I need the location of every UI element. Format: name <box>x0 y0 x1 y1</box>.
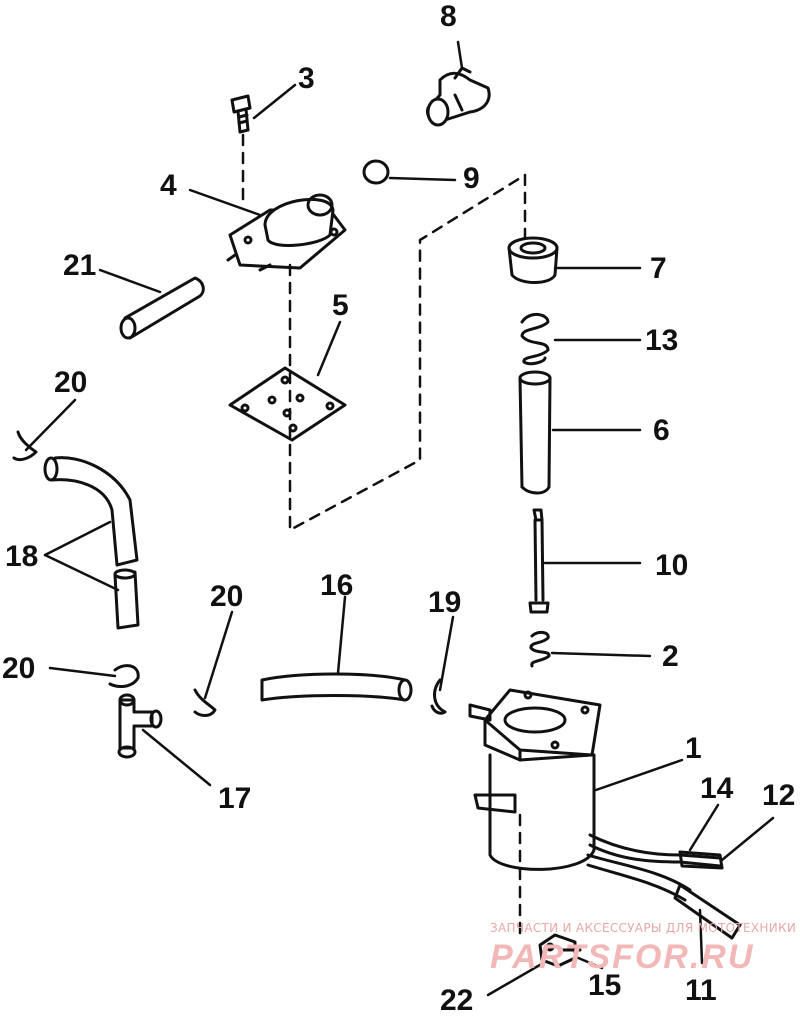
callout-17: 17 <box>218 782 251 815</box>
hose-part-21[interactable] <box>119 276 205 340</box>
callout-13: 13 <box>645 324 678 357</box>
assembly-dashed-lines <box>241 133 527 937</box>
o-ring-part-9[interactable] <box>362 159 390 185</box>
watermark-caption: ЗАПЧАСТИ И АКСЕССУАРЫ ДЛЯ МОТОТЕХНИКИ <box>490 921 796 935</box>
callout-20-lower: 20 <box>2 652 35 685</box>
callout-20-middle: 20 <box>210 580 243 613</box>
clamp-part-20-middle[interactable] <box>193 688 217 717</box>
hose-part-16[interactable] <box>260 672 413 702</box>
watermark: ЗАПЧАСТИ И АКСЕССУАРЫ ДЛЯ МОТОТЕХНИКИ PA… <box>490 921 796 976</box>
cap-part-7[interactable] <box>507 236 559 284</box>
leader-lines <box>24 40 775 997</box>
elbow-part-8[interactable] <box>425 66 491 127</box>
gasket-part-5[interactable] <box>228 366 347 442</box>
wire-leads[interactable] <box>586 833 742 940</box>
callout-11: 11 <box>685 974 717 1007</box>
callout-6: 6 <box>653 414 670 447</box>
callout-7: 7 <box>650 252 667 285</box>
callout-19: 19 <box>428 586 461 619</box>
watermark-logo: PARTSFOR.RU <box>490 938 754 976</box>
callout-8: 8 <box>440 0 457 33</box>
clamp-part-20-upper[interactable] <box>12 430 38 462</box>
filter-body-part-1[interactable] <box>468 688 602 871</box>
fitting-part-22[interactable] <box>538 933 582 968</box>
rod-part-10[interactable] <box>528 508 550 614</box>
spring-part-2[interactable] <box>529 630 551 668</box>
cover-part-4[interactable] <box>226 193 347 272</box>
callout-5: 5 <box>332 289 349 322</box>
callout-2: 2 <box>662 640 679 673</box>
callout-15: 15 <box>588 969 621 1002</box>
screw-part-3[interactable] <box>230 94 252 134</box>
spring-part-13[interactable] <box>520 313 550 366</box>
callout-1: 1 <box>685 732 702 765</box>
callout-12: 12 <box>762 779 795 812</box>
clamp-part-20-lower[interactable] <box>108 664 140 688</box>
callout-9: 9 <box>463 162 480 195</box>
callout-10: 10 <box>655 549 688 582</box>
clamp-part-19[interactable] <box>430 678 447 715</box>
callout-22: 22 <box>440 984 473 1016</box>
callout-18: 18 <box>5 540 38 573</box>
tee-fitting-part-17[interactable] <box>117 693 163 759</box>
callout-16: 16 <box>320 569 353 602</box>
hose-part-18-short[interactable] <box>113 568 140 630</box>
callout-20-upper: 20 <box>54 366 87 399</box>
hose-part-18-bent[interactable] <box>43 456 139 567</box>
callout-3: 3 <box>298 62 315 95</box>
callout-21: 21 <box>63 249 96 282</box>
callout-4: 4 <box>160 169 177 202</box>
tube-part-6[interactable] <box>518 370 552 495</box>
callout-14: 14 <box>700 772 734 805</box>
